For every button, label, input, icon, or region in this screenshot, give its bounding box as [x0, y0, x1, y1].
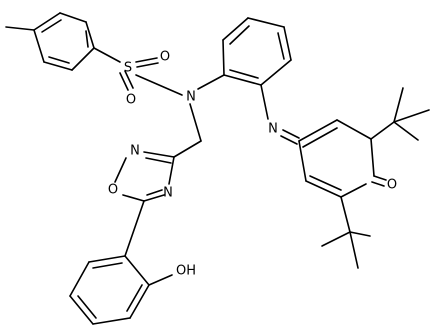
oxygen-label: O [387, 178, 397, 193]
bond [92, 262, 123, 269]
bond [71, 47, 95, 71]
bond [77, 295, 97, 319]
bond [305, 180, 342, 198]
nitrogen-label: N [186, 90, 196, 105]
bond [393, 121, 419, 141]
bond [129, 284, 150, 319]
bond [136, 62, 159, 68]
bond [168, 156, 175, 185]
nitrogen-label: N [268, 122, 278, 137]
bond [59, 12, 87, 23]
bond [260, 59, 292, 86]
bond [370, 138, 375, 177]
tolyl-ring [5, 12, 121, 71]
bond [92, 317, 131, 325]
bond [298, 119, 338, 142]
bond [85, 21, 95, 49]
bond [143, 194, 165, 202]
methyl-bond [5, 26, 35, 31]
bond [145, 157, 172, 164]
quinone-ring [298, 119, 387, 198]
bond [229, 69, 259, 79]
bond [260, 84, 269, 120]
imine-bond [280, 129, 300, 145]
oxygen-label: O [108, 183, 118, 198]
bond [298, 140, 307, 182]
bond [283, 26, 292, 61]
bond [222, 17, 249, 41]
bond [114, 157, 127, 183]
bond [197, 74, 225, 90]
bond [173, 140, 202, 158]
sulfur-label: S [124, 61, 132, 76]
oxygen-label: O [160, 50, 170, 65]
bond [146, 189, 163, 196]
bond [222, 39, 225, 76]
bond [189, 103, 202, 142]
nitrogen-label: N [130, 144, 140, 159]
bond [124, 200, 145, 257]
bond [282, 129, 300, 139]
bond [340, 196, 351, 233]
bond [135, 74, 183, 96]
methylene-linker [173, 103, 202, 158]
bond [33, 12, 61, 31]
bond [340, 183, 367, 198]
bond [393, 109, 430, 123]
tert-butyl-upper [370, 87, 430, 141]
bond [223, 74, 262, 86]
nitrogen-label: N [163, 186, 173, 201]
bond [336, 119, 372, 140]
bond [370, 121, 395, 140]
bond [321, 231, 351, 247]
bond [393, 87, 404, 123]
hydroxyl-label: OH [176, 264, 196, 279]
bond [143, 151, 175, 158]
bond [371, 181, 385, 187]
bond [280, 135, 298, 145]
bond [349, 231, 371, 237]
bond [302, 127, 338, 148]
bond [122, 194, 145, 202]
bond [48, 56, 70, 64]
oxadiazole-ring [114, 151, 175, 202]
oxygen-label: O [126, 93, 136, 108]
bond [309, 175, 342, 191]
bond [349, 231, 359, 269]
bond [43, 61, 73, 71]
bond [93, 47, 121, 63]
bond [124, 255, 150, 286]
bond [148, 274, 173, 286]
sulfonyl-group [119, 57, 183, 96]
bond [373, 175, 387, 181]
bond [124, 70, 134, 89]
bond [41, 19, 62, 33]
phenylene-ring [197, 17, 292, 120]
tert-butyl-lower [321, 196, 371, 269]
bond [33, 29, 45, 63]
atom-labels: S O O N N O N O N OH [108, 50, 397, 279]
bond [277, 32, 285, 60]
bond [247, 17, 285, 28]
bond [126, 284, 143, 312]
bond [229, 25, 250, 45]
bond [119, 72, 129, 91]
bond [69, 295, 94, 325]
bond [85, 30, 89, 48]
bond [88, 255, 126, 263]
bond [69, 261, 90, 297]
bond [135, 57, 158, 63]
hydroxyphenyl-ring [69, 200, 173, 325]
